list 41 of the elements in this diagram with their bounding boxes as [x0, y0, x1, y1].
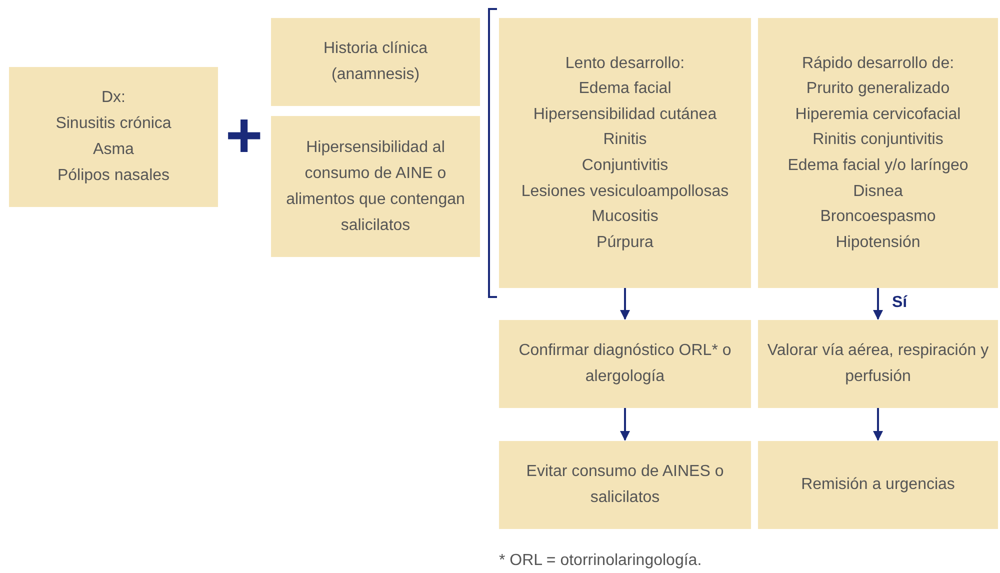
- process-box: [9, 67, 218, 207]
- box-text: Prurito generalizado: [806, 79, 950, 100]
- process-box: [758, 441, 998, 529]
- arrow: [620, 408, 630, 441]
- box-text: Lento desarrollo:: [565, 54, 685, 74]
- box-text: Broncoespasmo: [820, 207, 936, 228]
- box-text: Disnea: [853, 182, 903, 202]
- plus-sign: +: [224, 100, 264, 170]
- box-text: Lesiones vesiculoampollosas: [521, 182, 729, 202]
- box-text: Rápido desarrollo de:: [802, 54, 954, 74]
- arrow: [873, 408, 883, 441]
- box-text: Sinusitis crónica: [56, 114, 172, 134]
- box-text: Rinitis: [603, 130, 647, 150]
- box-text: Mucositis: [592, 207, 658, 228]
- arrow: [620, 288, 630, 320]
- box-text: Hiperemia cervicofacial: [795, 104, 961, 125]
- box-text: Pólipos nasales: [57, 166, 170, 186]
- box-text: Confirmar diagnóstico ORL* o alergología: [518, 341, 732, 387]
- process-box: [499, 320, 751, 408]
- box-text: Hipersensibilidad cutánea: [533, 104, 717, 125]
- box-text: Remisión a urgencias: [801, 475, 955, 495]
- box-text: Asma: [93, 140, 134, 160]
- box-text: Edema facial: [578, 79, 672, 100]
- box-text: Conjuntivitis: [582, 156, 668, 176]
- box-text: Historia clínica (anamnesis): [322, 39, 429, 85]
- footnote: * ORL = otorrinolaringología.: [499, 552, 702, 570]
- box-text: Hipersensibilidad al consumo de AINE o alimentos que contengan salicilatos: [285, 138, 466, 236]
- box-text: Dx:: [102, 88, 126, 108]
- box-text: Rinitis conjuntivitis: [812, 130, 944, 150]
- box-text: Valorar vía aérea, respiración y perfusión: [766, 341, 990, 387]
- process-box: [271, 116, 480, 257]
- box-text: Edema facial y/o laríngeo: [788, 156, 968, 176]
- process-box: [758, 18, 998, 288]
- box-text: Evitar consumo de AINES o salicilatos: [525, 462, 725, 508]
- arrow: [873, 288, 883, 320]
- process-box: [271, 18, 480, 106]
- box-text: Hipotensión: [836, 232, 920, 253]
- box-text: Púrpura: [596, 232, 654, 253]
- process-box: [499, 441, 751, 529]
- process-box: [758, 320, 998, 408]
- process-box: [499, 18, 751, 288]
